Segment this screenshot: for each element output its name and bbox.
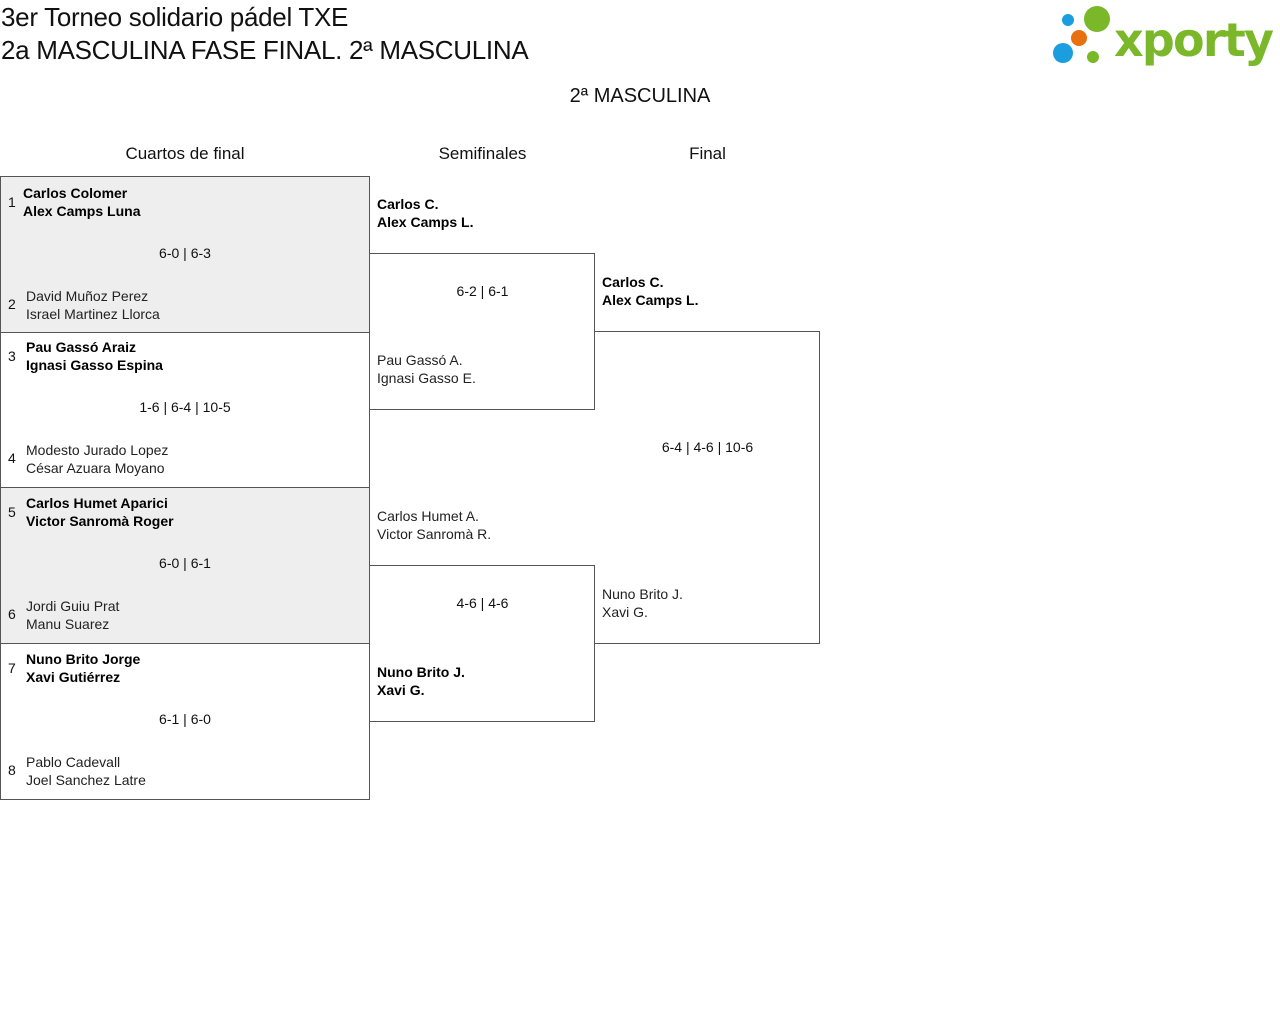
match-score: 6-2 | 6-1 [456,283,509,299]
player-name: Xavi Gutiérrez [26,669,121,685]
team-pair: Carlos Humet A. Victor Sanromà R. [377,507,491,543]
category-title: 2ª MASCULINA [569,85,711,107]
player-name: César Azuara Moyano [26,460,165,476]
player-name: Pau Gassó A. [377,352,463,368]
player-name: Carlos Colomer [23,185,128,201]
seed-number: 8 [8,762,16,778]
match-score: 6-0 | 6-1 [159,555,211,571]
player-name: David Muñoz Perez [26,288,149,304]
round-header-final: Final [689,144,726,163]
player-name: Carlos Humet Aparici [26,495,168,511]
seed-number: 4 [8,450,16,466]
player-name: Israel Martinez Llorca [26,306,160,322]
round-header-quarterfinals: Cuartos de final [125,144,245,163]
player-name: Carlos C. [377,196,439,212]
player-name: Pau Gassó Araiz [26,339,136,355]
xporty-logo: xporty [1053,6,1274,67]
player-name: Joel Sanchez Latre [26,772,146,788]
final-match [594,331,820,644]
player-name: Nuno Brito Jorge [26,651,141,667]
seed-number: 1 [8,194,16,210]
match-score: 6-0 | 6-3 [159,245,211,261]
tournament-title: 3er Torneo solidario pádel TXE [1,2,349,32]
player-name: Jordi Guiu Prat [26,598,120,614]
player-name: Xavi G. [602,604,648,620]
round-header-semifinals: Semifinales [438,144,527,163]
match-score: 6-1 | 6-0 [159,711,211,727]
player-name: Manu Suarez [26,616,110,632]
player-name: Ignasi Gasso Espina [26,357,163,373]
player-name: Alex Camps L. [377,214,474,230]
seed-number: 2 [8,296,16,312]
team-pair: Nuno Brito J. Xavi G. [602,585,683,621]
player-name: Nuno Brito J. [602,586,683,602]
player-name: Victor Sanromà Roger [26,513,174,529]
match-score: 1-6 | 6-4 | 10-5 [139,399,231,415]
logo-text: xporty [1114,13,1274,67]
player-name: Xavi G. [377,682,425,698]
player-name: Alex Camps L. [602,292,699,308]
team-pair: Nuno Brito J. Xavi G. [377,663,465,699]
team-pair: Pau Gassó A. Ignasi Gasso E. [377,351,476,387]
seed-number: 7 [8,660,16,676]
team-pair: Carlos C. Alex Camps L. [377,195,473,231]
match-score: 6-4 | 4-6 | 10-6 [661,439,754,455]
player-name: Nuno Brito J. [377,664,465,680]
player-name: Carlos C. [602,274,664,290]
player-name: Carlos Humet A. [377,508,479,524]
seed-number: 5 [8,504,16,520]
seed-number: 6 [8,606,16,622]
team-pair: Carlos C. Alex Camps L. [602,273,698,309]
player-name: Modesto Jurado Lopez [26,442,169,458]
player-name: Victor Sanromà R. [377,526,492,542]
match-score: 4-6 | 4-6 [456,595,509,611]
player-name: Pablo Cadevall [26,754,121,770]
player-name: Ignasi Gasso E. [377,370,476,386]
seed-number: 3 [8,348,16,364]
phase-title: 2a MASCULINA FASE FINAL. 2ª MASCULINA [1,35,529,65]
player-name: Alex Camps Luna [23,203,141,219]
